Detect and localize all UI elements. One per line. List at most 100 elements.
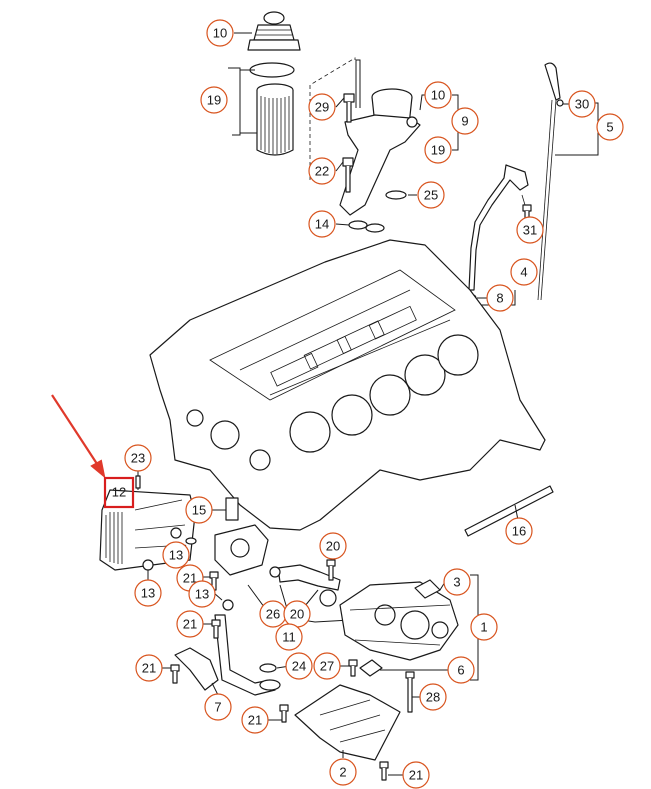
callout-31[interactable]: 31 (516, 216, 544, 244)
callout-3[interactable]: 3 (443, 568, 471, 596)
svg-text:10: 10 (431, 88, 445, 103)
callout-21-c[interactable]: 21 (135, 654, 163, 682)
callout-25[interactable]: 25 (417, 181, 445, 209)
svg-text:19: 19 (431, 143, 445, 158)
callout-14[interactable]: 14 (308, 210, 336, 238)
svg-text:22: 22 (315, 164, 329, 179)
seal-14a (348, 220, 368, 230)
svg-text:13: 13 (169, 548, 183, 563)
callout-30[interactable]: 30 (568, 90, 596, 118)
svg-text:14: 14 (315, 217, 329, 232)
svg-text:3: 3 (453, 575, 460, 590)
gasket-6 (359, 659, 383, 677)
callout-10-right[interactable]: 10 (424, 81, 452, 109)
svg-text:13: 13 (195, 587, 209, 602)
dipstick-seal-30 (556, 99, 564, 107)
svg-text:20: 20 (326, 539, 340, 554)
bolt-21c (170, 664, 180, 684)
callout-21-b[interactable]: 21 (176, 610, 204, 638)
callout-19-left[interactable]: 19 (200, 86, 228, 114)
oil-filter-element (256, 83, 294, 156)
callout-20-b[interactable]: 20 (283, 600, 311, 628)
callout-10-top[interactable]: 10 (206, 19, 234, 47)
svg-text:21: 21 (248, 713, 262, 728)
seal-14b (365, 223, 385, 233)
svg-text:20: 20 (290, 607, 304, 622)
callout-9[interactable]: 9 (451, 107, 479, 135)
highlight-box (103, 476, 135, 509)
callout-28[interactable]: 28 (419, 683, 447, 711)
callout-24[interactable]: 24 (285, 652, 313, 680)
callout-27[interactable]: 27 (313, 652, 341, 680)
svg-text:30: 30 (575, 97, 589, 112)
svg-text:1: 1 (480, 620, 487, 635)
seal-24 (259, 663, 277, 673)
callout-16[interactable]: 16 (505, 517, 533, 545)
bolt-23 (135, 475, 141, 489)
callout-12-highlighted[interactable]: 12 (103, 476, 135, 509)
svg-text:25: 25 (424, 188, 438, 203)
callout-11[interactable]: 11 (275, 623, 303, 651)
callout-15[interactable]: 15 (185, 496, 213, 524)
svg-text:21: 21 (409, 768, 423, 783)
svg-text:21: 21 (183, 617, 197, 632)
callout-22[interactable]: 22 (308, 157, 336, 185)
filter-adapter (214, 497, 269, 576)
dipstick (537, 62, 561, 301)
bolt-28 (405, 671, 415, 713)
svg-text:26: 26 (266, 607, 280, 622)
seal-25 (385, 190, 407, 200)
svg-text:5: 5 (606, 120, 613, 135)
callout-13-c[interactable]: 13 (188, 580, 216, 608)
callout-13-a[interactable]: 13 (162, 541, 190, 569)
bolt-21d (279, 704, 289, 723)
callout-4[interactable]: 4 (510, 258, 538, 286)
pointer-arrow-shaft (51, 394, 102, 471)
bolt-21e (379, 761, 389, 781)
bolt-20a (326, 559, 336, 581)
svg-text:6: 6 (457, 663, 464, 678)
callout-7[interactable]: 7 (204, 693, 232, 721)
svg-text:21: 21 (142, 661, 156, 676)
oil-filter-cap (247, 11, 301, 51)
callout-13-b[interactable]: 13 (134, 579, 162, 607)
callout-21-d[interactable]: 21 (241, 706, 269, 734)
callout-21-e[interactable]: 21 (402, 761, 430, 789)
rod-16 (464, 485, 554, 537)
callout-26[interactable]: 26 (259, 600, 287, 628)
svg-text:4: 4 (520, 265, 527, 280)
filter-seal-ring (249, 62, 295, 78)
svg-text:12: 12 (112, 485, 126, 500)
callout-20-a[interactable]: 20 (319, 532, 347, 560)
bolt-29 (343, 93, 355, 123)
seal-13c (222, 599, 234, 611)
engine-block (149, 239, 546, 531)
svg-text:24: 24 (292, 659, 306, 674)
svg-text:16: 16 (512, 524, 526, 539)
svg-text:28: 28 (426, 690, 440, 705)
callout-6[interactable]: 6 (447, 656, 475, 684)
callout-29[interactable]: 29 (308, 93, 336, 121)
callout-5[interactable]: 5 (596, 113, 624, 141)
callout-1[interactable]: 1 (470, 613, 498, 641)
callout-23[interactable]: 23 (124, 444, 152, 472)
svg-text:15: 15 (192, 503, 206, 518)
bolt-21b (211, 619, 221, 639)
oil-filter-housing (339, 88, 421, 216)
callout-8[interactable]: 8 (486, 284, 514, 312)
callout-2[interactable]: 2 (329, 758, 357, 786)
svg-text:13: 13 (141, 586, 155, 601)
svg-text:11: 11 (282, 630, 296, 645)
seal-13a (185, 537, 197, 545)
svg-text:10: 10 (213, 26, 227, 41)
svg-text:23: 23 (131, 451, 145, 466)
svg-text:9: 9 (461, 114, 468, 129)
oil-pan-baffle (294, 684, 401, 761)
oil-pipe-11 (269, 564, 341, 607)
svg-text:31: 31 (523, 223, 537, 238)
callout-19-right[interactable]: 19 (424, 136, 452, 164)
svg-text:27: 27 (320, 659, 334, 674)
svg-text:8: 8 (496, 291, 503, 306)
svg-text:7: 7 (214, 700, 221, 715)
